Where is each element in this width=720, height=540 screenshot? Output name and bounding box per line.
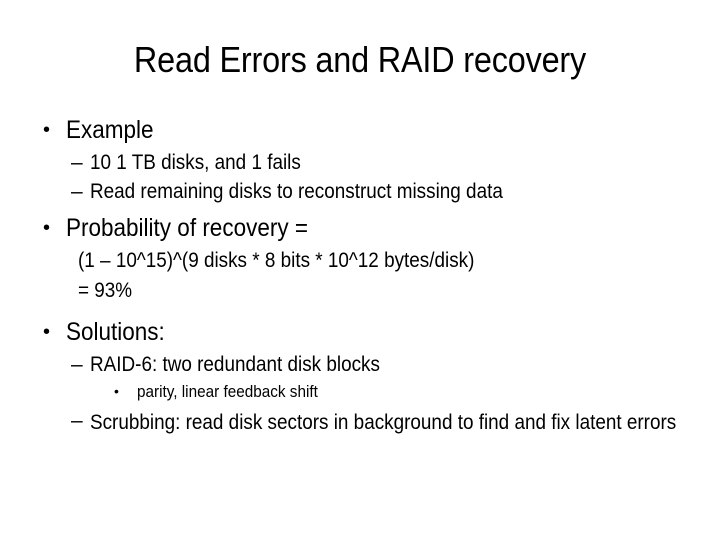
- bullet-level2-raid6: – RAID-6: two redundant disk blocks: [0, 354, 720, 383]
- bullet-text: 10 1 TB disks, and 1 fails: [90, 151, 301, 174]
- formula-text: (1 – 10^15)^(9 disks * 8 bits * 10^12 by…: [78, 249, 475, 272]
- bullet-text: parity, linear feedback shift: [137, 382, 318, 401]
- formula-line-expression: (1 – 10^15)^(9 disks * 8 bits * 10^12 by…: [0, 250, 720, 280]
- bullet-text: Probability of recovery =: [66, 214, 308, 242]
- formula-text: = 93%: [78, 279, 133, 302]
- bullet-text: Read remaining disks to reconstruct miss…: [90, 180, 503, 203]
- page-title: Read Errors and RAID recovery: [133, 39, 587, 80]
- bullet-text: Solutions:: [66, 318, 165, 346]
- dash-icon: –: [71, 151, 83, 174]
- bullet-text: Scrubbing: read disk sectors in backgrou…: [90, 411, 677, 434]
- bullet-level1-probability: • Probability of recovery =: [0, 216, 720, 250]
- bullet-dot-icon: •: [114, 383, 119, 399]
- bullet-text: Example: [66, 116, 154, 144]
- bullet-dot-icon: •: [43, 217, 51, 239]
- bullet-text: RAID-6: two redundant disk blocks: [90, 353, 380, 376]
- bullet-level2-read-remaining: – Read remaining disks to reconstruct mi…: [0, 181, 720, 210]
- bullet-level2-scrubbing: – Scrubbing: read disk sectors in backgr…: [0, 410, 720, 464]
- dash-icon: –: [71, 409, 83, 432]
- dash-icon: –: [71, 353, 83, 376]
- dash-icon: –: [71, 180, 83, 203]
- formula-line-result: = 93%: [0, 280, 720, 310]
- bullet-level1-solutions: • Solutions:: [0, 320, 720, 354]
- bullet-level2-disks: – 10 1 TB disks, and 1 fails: [0, 152, 720, 181]
- bullet-level3-parity: • parity, linear feedback shift: [0, 383, 720, 410]
- bullet-level1-example: • Example: [0, 118, 720, 152]
- bullet-dot-icon: •: [43, 321, 51, 343]
- bullet-dot-icon: •: [43, 119, 51, 141]
- slide-body: • Example – 10 1 TB disks, and 1 fails –…: [0, 118, 720, 464]
